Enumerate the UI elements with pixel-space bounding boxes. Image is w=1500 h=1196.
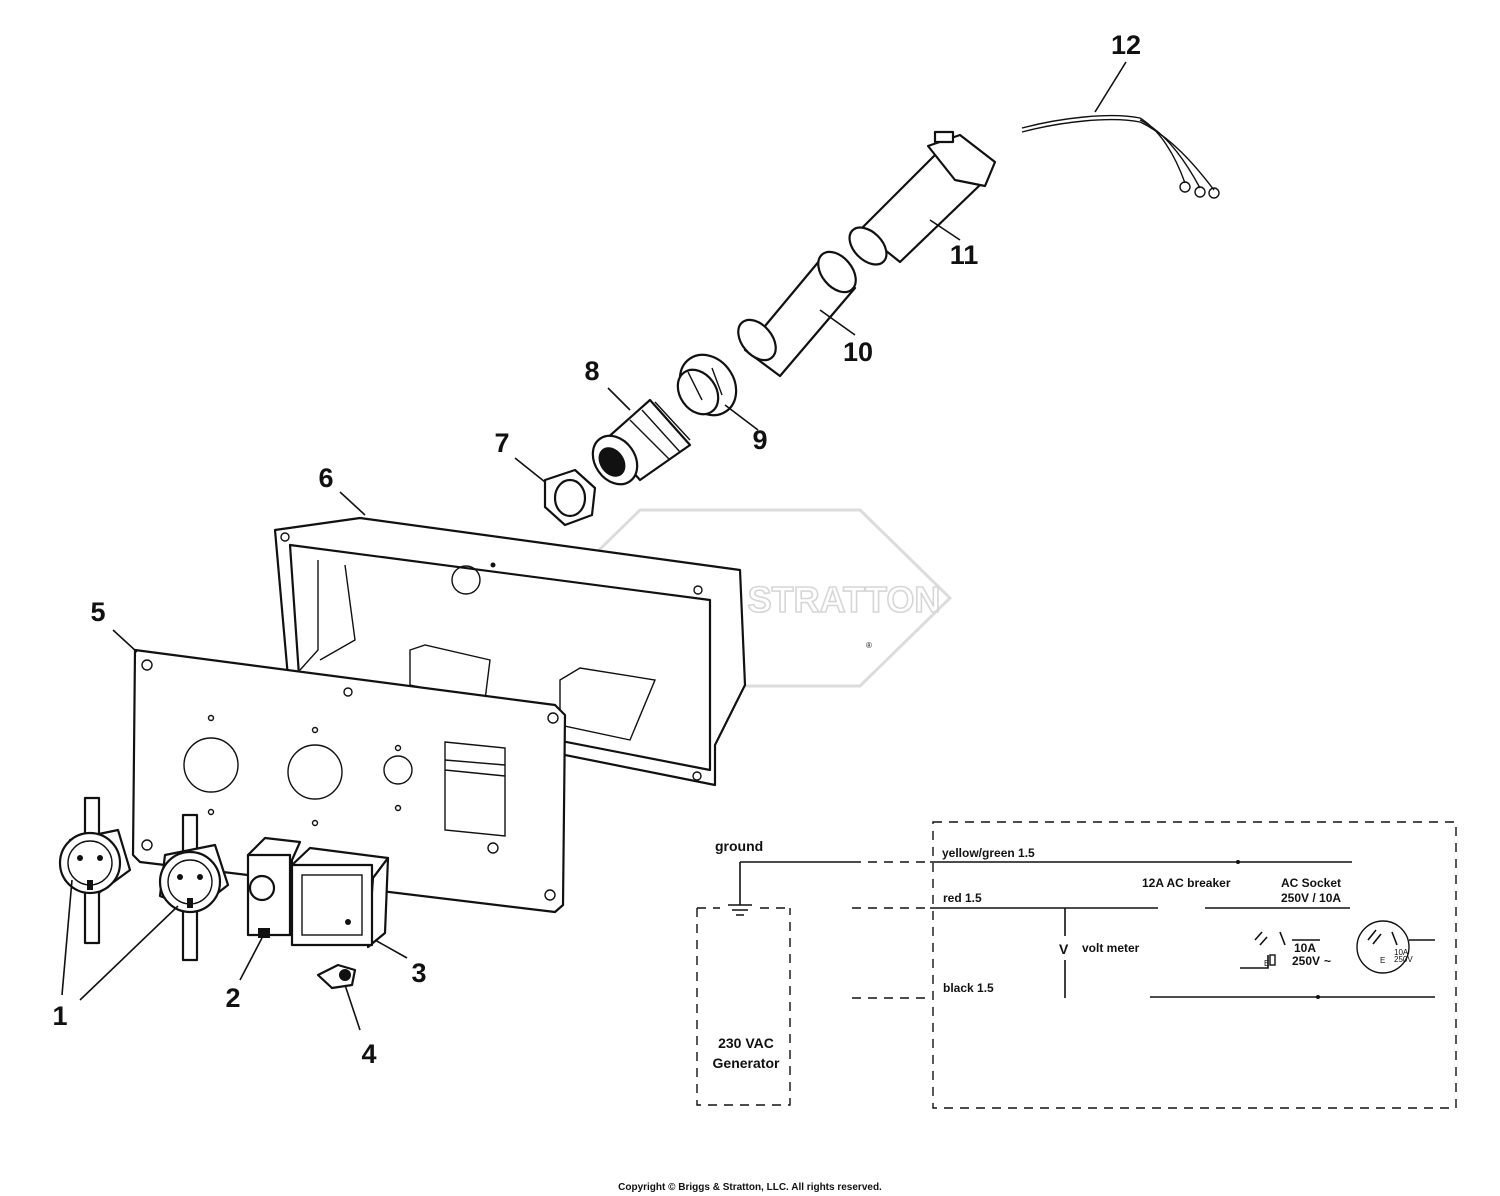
socket-symbol-small: E 10A 250V ~	[1240, 931, 1331, 969]
part-7-hex-nut	[543, 468, 597, 527]
leader-lines	[61, 61, 1127, 1031]
wiring-schematic: ground yellow/green 1.5 red 1.5 12A AC b…	[696, 821, 1457, 1109]
socket-title: AC Socket	[1281, 876, 1341, 890]
callout-8: 8	[584, 356, 599, 386]
part-4-clip	[316, 963, 357, 990]
rating-amps: 10A	[1294, 941, 1316, 955]
part-12-wire-harness	[1021, 114, 1220, 199]
ground-label: ground	[715, 838, 763, 854]
callout-10: 10	[843, 337, 873, 367]
socket-rating: 250V / 10A	[1281, 891, 1341, 905]
callout-2: 2	[225, 983, 240, 1013]
generator-line1: 230 VAC	[718, 1035, 774, 1051]
part-11-grommet-sleeve	[848, 130, 997, 266]
breaker-label: 12A AC breaker	[1142, 876, 1231, 890]
callout-labels: 12 11 10 9 8 7 6 5 3 2 4 1	[52, 30, 1141, 1069]
part-8-strain-relief-fitting	[591, 398, 692, 486]
callout-9: 9	[752, 425, 767, 455]
watermark-registered: ®	[866, 641, 872, 650]
callout-1: 1	[52, 1001, 67, 1031]
callout-3: 3	[411, 958, 426, 988]
callout-12: 12	[1111, 30, 1141, 60]
part-5-face-plate	[131, 648, 567, 914]
callout-4: 4	[361, 1039, 376, 1069]
part-2-circuit-breaker	[246, 836, 302, 938]
wire-black-label: black 1.5	[943, 981, 994, 995]
part-9-connector-ring	[676, 353, 738, 417]
rating-ac: ~	[1324, 954, 1331, 968]
callout-11: 11	[950, 240, 979, 270]
volt-meter-symbol: V	[1059, 941, 1069, 957]
callout-5: 5	[90, 597, 105, 627]
socket-tiny-2: 250V	[1394, 955, 1413, 964]
part-1-ac-socket-left	[58, 796, 132, 945]
part-10-tube	[737, 250, 857, 378]
socket-symbol-round: E 10A 250V	[1356, 920, 1435, 974]
earth-mark-round: E	[1380, 956, 1385, 965]
volt-meter-label: volt meter	[1082, 941, 1140, 955]
earth-mark-small: E	[1264, 959, 1269, 968]
copyright-notice: Copyright © Briggs & Stratton, LLC. All …	[618, 1182, 882, 1193]
callout-6: 6	[318, 463, 333, 493]
part-3-volt-meter	[290, 846, 390, 949]
wire-yellow-green-label: yellow/green 1.5	[942, 846, 1035, 860]
socket-tiny-1: 10A	[1394, 948, 1409, 957]
rating-volts: 250V	[1292, 954, 1320, 968]
wire-red-label: red 1.5	[943, 891, 982, 905]
callout-7: 7	[494, 428, 509, 458]
generator-line2: Generator	[713, 1055, 780, 1071]
part-1-ac-socket-right	[158, 813, 230, 962]
